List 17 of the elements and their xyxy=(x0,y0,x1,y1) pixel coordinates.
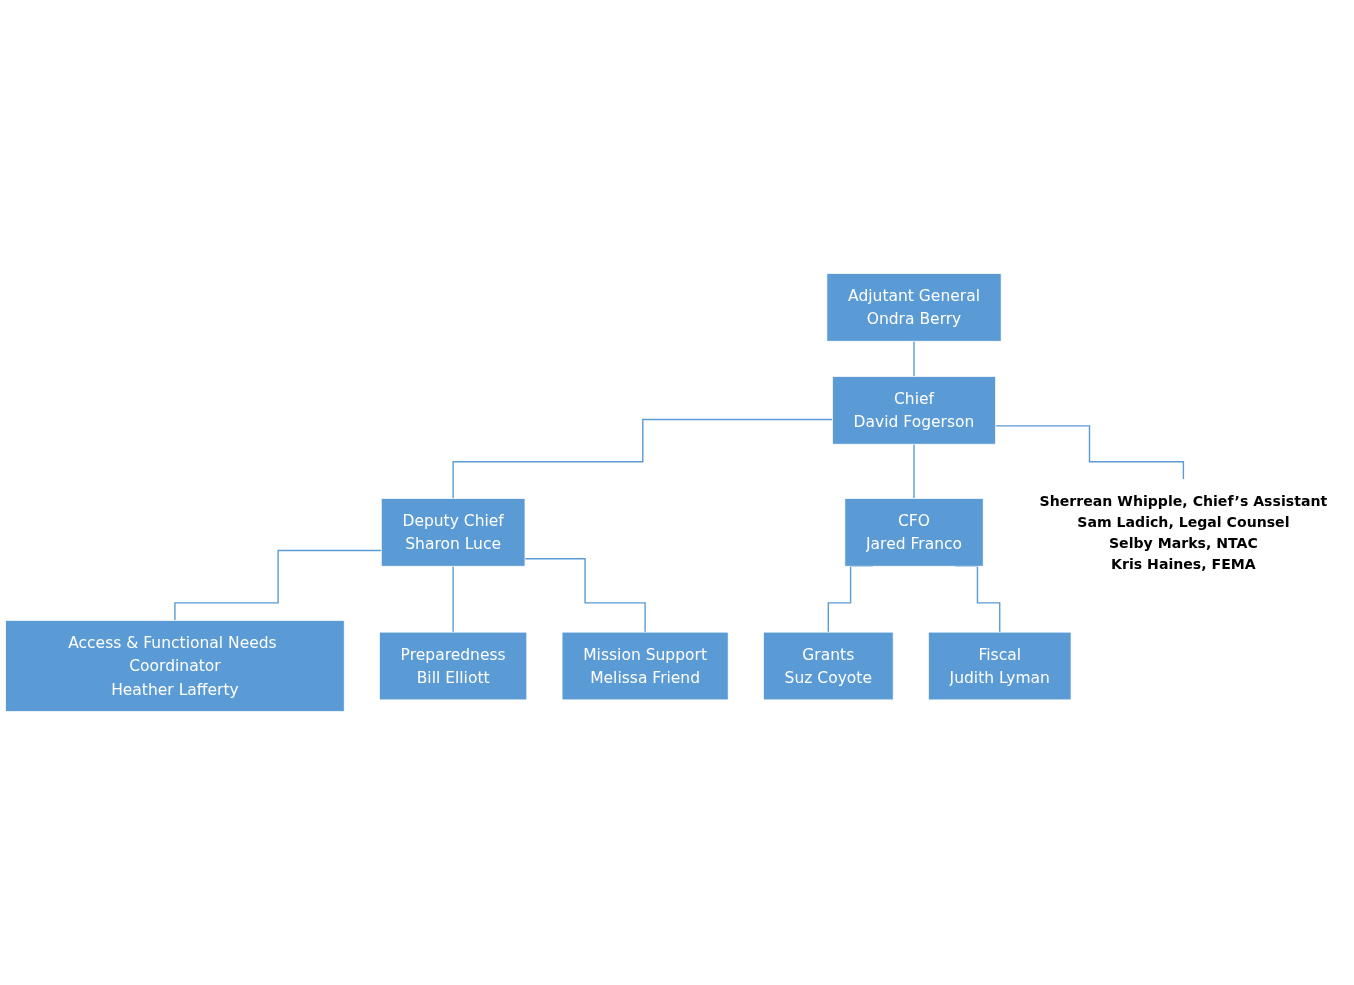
connector xyxy=(994,425,1185,481)
connector xyxy=(913,340,915,378)
connector xyxy=(452,418,834,500)
node-box: Adjutant General Ondra Berry xyxy=(826,273,1002,342)
node-box: Grants Suz Coyote xyxy=(763,631,894,701)
node-box: CFO Jared Franco xyxy=(844,498,984,567)
connector xyxy=(913,443,915,500)
connector xyxy=(452,565,454,633)
node-box: Deputy Chief Sharon Luce xyxy=(380,498,526,567)
node-box: Fiscal Judith Lyman xyxy=(928,631,1072,701)
connector xyxy=(524,558,646,633)
node-box: Preparedness Bill Elliott xyxy=(379,631,528,701)
node-box: Access & Functional Needs Coordinator Heather Lafferty xyxy=(5,620,345,712)
node-box: Chief David Fogerson xyxy=(832,376,996,445)
connector xyxy=(174,549,382,622)
node-text: Sherrean Whipple, Chief’s Assistant Sam Ladich, Legal Counsel Selby Marks, NTAC Kris Haines, FEMA xyxy=(1039,492,1328,573)
node-box: Mission Support Melissa Friend xyxy=(561,631,729,701)
